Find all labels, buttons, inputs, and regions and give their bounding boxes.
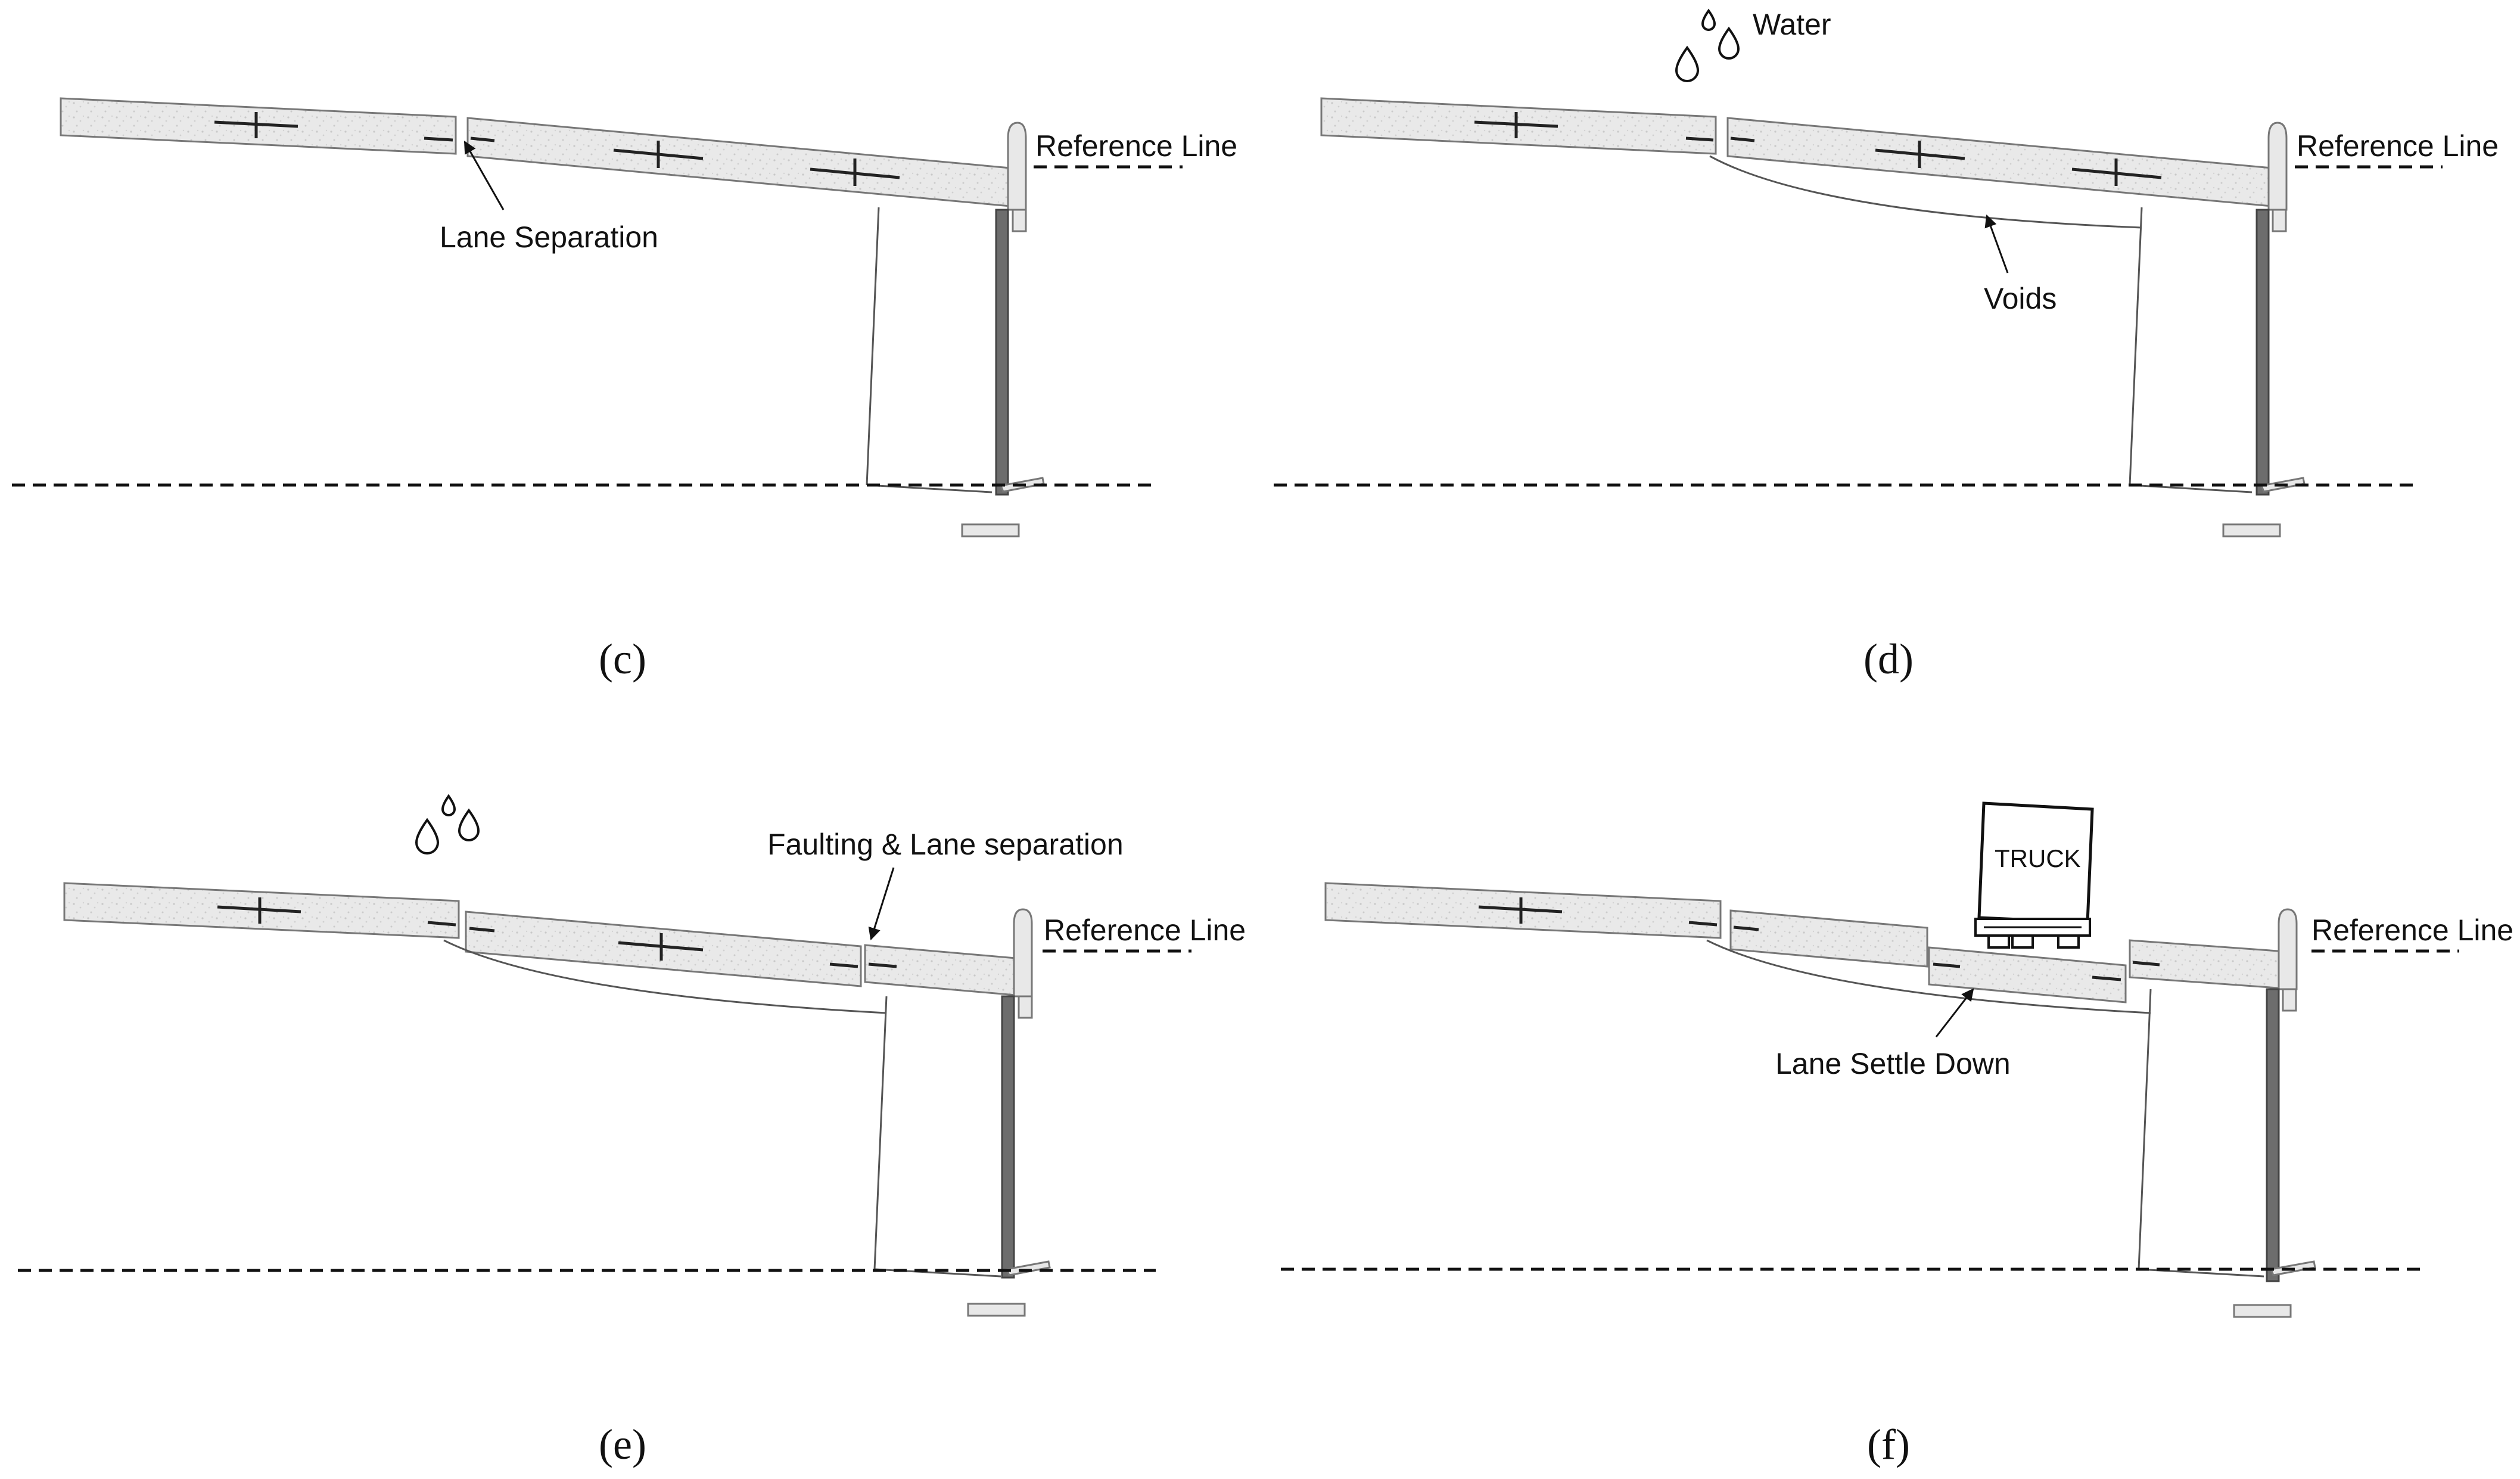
subbase-edge [873,996,888,1270]
slab-right [1726,117,2286,209]
barrier-cap [1007,122,1027,211]
arrow-icon [868,867,895,941]
label-settle: Lane Settle Down [1775,1047,2011,1080]
post-brace [1005,1260,1051,1276]
joint-marks [217,897,897,968]
label-reference-line: Reference Line [1044,914,1246,947]
slab-right [864,944,1031,998]
void-curve [1706,939,2151,1014]
panel-d: Water Reference Line Voids (d) [1274,8,2499,683]
void-curve [443,939,887,1014]
arrow-icon [463,141,505,210]
subbase-edge [2138,989,2152,1270]
label-water: Water [1753,8,1831,41]
barrier-pad [2282,988,2297,1012]
caption-d: (d) [1863,635,1914,683]
joint-marks [214,112,900,186]
caption-e: (e) [599,1421,646,1468]
subbase-edge [2129,207,2143,486]
arrow-icon [1935,988,1974,1037]
slab-middle [465,911,862,987]
label-reference-line: Reference Line [2311,914,2513,947]
barrier-footing [967,1303,1026,1317]
panel-f: TRUCK Reference Line Lane Settle Down (f… [1281,801,2513,1468]
subbase-edge [866,207,880,486]
void-curve [1709,155,2142,229]
label-voids: Voids [1984,282,2057,315]
slab-left [60,97,457,155]
caption-c: (c) [599,635,646,683]
barrier-cap [2278,908,2298,990]
truck-icon: TRUCK [1974,801,2094,949]
slab-right [466,117,1025,209]
barrier-post [995,209,1009,496]
barrier-post [1001,995,1015,1279]
label-truck: TRUCK [1995,844,2081,872]
panel-c: Reference Line Lane Separation (c) [12,97,1237,683]
barrier-pad [2272,209,2287,232]
joint-marks [1474,112,2162,186]
barrier-cap [2267,122,2288,211]
label-reference-line: Reference Line [1035,129,1237,163]
barrier-pad [1018,995,1033,1019]
barrier-footing [2222,523,2281,537]
water-drops-icon [415,794,480,855]
barrier-footing [961,523,1020,537]
label-faulting: Faulting & Lane separation [767,828,1124,861]
barrier-pad [1012,209,1027,232]
slab-settled [1928,946,2127,1003]
barrier-post [2255,209,2270,496]
joint-marks [1478,897,2160,981]
caption-f: (f) [1867,1421,1910,1468]
panel-e: Faulting & Lane separation Reference Lin… [18,794,1246,1468]
arrow-icon [1984,215,2009,274]
water-drops-icon [1675,8,1740,82]
barrier-cap [1013,908,1033,998]
barrier-post [2266,988,2280,1282]
label-lane-separation: Lane Separation [440,220,658,254]
slab-middle [1729,909,1928,968]
barrier-footing [2233,1304,2292,1318]
slab-left [1320,97,1717,155]
label-reference-line: Reference Line [2297,129,2499,163]
